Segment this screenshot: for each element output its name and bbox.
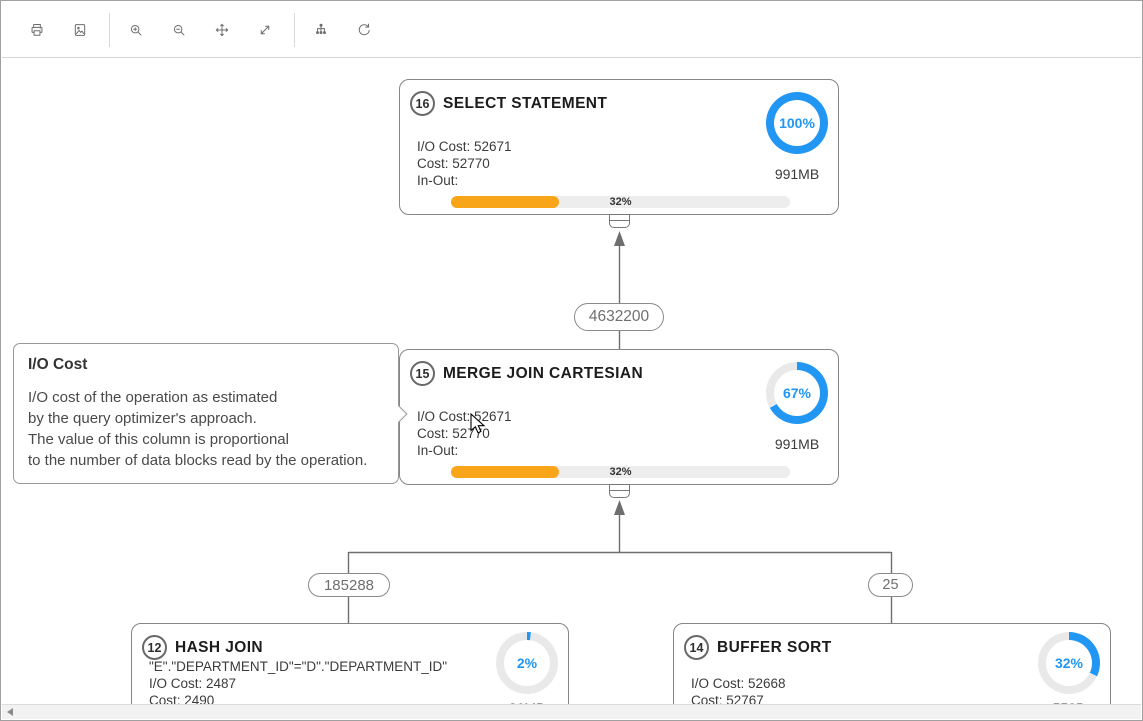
tooltip-line: by the query optimizer's approach. [28,410,257,427]
node-header: 15 MERGE JOIN CARTESIAN [400,350,838,386]
zoom-out-button[interactable] [165,16,193,44]
node-io-cost: I/O Cost: 52671 [417,139,512,154]
percent-donut-gauge: 32% [1038,632,1100,694]
toolbar [2,2,1141,58]
node-predicate: "E"."DEPARTMENT_ID"="D"."DEPARTMENT_ID" [149,659,448,674]
pan-icon [215,23,229,36]
export-image-icon [74,23,86,36]
tooltip-line: The value of this column is proportional [28,431,289,448]
arrowhead-up-node16 [614,231,625,246]
donut-percent-label: 2% [504,640,550,686]
print-button[interactable] [23,16,51,44]
donut-percent-label: 32% [1046,640,1092,686]
node-title: MERGE JOIN CARTESIAN [443,364,644,382]
node-cost: Cost: 52770 [417,426,490,441]
node-details: I/O Cost: 52668 Cost: 52767 [691,658,786,708]
node-id-badge: 16 [410,91,435,116]
plan-node-hash-join[interactable]: 12 HASH JOIN "E"."DEPARTMENT_ID"="D"."DE… [131,623,569,708]
horizontal-scrollbar[interactable] [2,704,1141,719]
refresh-button[interactable] [350,16,378,44]
zoom-in-icon [130,24,142,35]
cost-progress-label: 32% [609,466,632,478]
print-icon [31,23,43,36]
fit-to-window-button[interactable] [251,16,279,44]
node-title: HASH JOIN [175,638,264,656]
node-title: SELECT STATEMENT [443,94,608,112]
node-io-cost: I/O Cost: 2487 [149,676,237,691]
tooltip-line: to the number of data blocks read by the… [28,452,368,469]
fit-to-window-icon [260,25,270,34]
donut-percent-label: 67% [774,370,820,416]
tooltip-title: I/O Cost [28,356,88,373]
edge-cardinality-label: 25 [868,573,913,597]
zoom-out-icon [173,24,185,35]
donut-percent-label: 100% [774,100,820,146]
toolbar-separator [294,12,295,47]
percent-donut-gauge: 100% [766,92,828,154]
pan-button[interactable] [208,16,236,44]
node-header: 14 BUFFER SORT [674,624,1110,660]
node-id-badge: 14 [684,635,709,660]
cost-progress-bar: 32% [451,466,790,478]
hierarchy-layout-icon [316,23,326,34]
plan-node-select-statement[interactable]: 16 SELECT STATEMENT I/O Cost: 52671 Cost… [399,79,839,215]
node-io-cost: I/O Cost: 52671 [417,409,512,424]
node-header: 12 HASH JOIN [132,624,568,660]
node-bytes-label: 991MB [774,436,820,452]
hierarchy-layout-button[interactable] [307,16,335,44]
node-io-cost: I/O Cost: 52668 [691,676,786,691]
percent-donut-gauge: 67% [766,362,828,424]
node-predicate [691,658,786,675]
tooltip-body: I/O cost of the operation as estimated b… [28,387,384,471]
node-details: I/O Cost: 52671 Cost: 52770 In-Out: [417,138,512,189]
io-cost-tooltip: I/O Cost I/O cost of the operation as es… [13,343,407,484]
cost-progress-fill [451,466,560,478]
zoom-in-button[interactable] [122,16,150,44]
collapse-handle-node16[interactable] [609,214,630,228]
percent-donut-gauge: 2% [496,632,558,694]
cost-progress-label: 32% [609,196,632,208]
node-in-out: In-Out: [417,173,459,188]
node-cost: Cost: 52770 [417,156,490,171]
node-details: I/O Cost: 52671 Cost: 52770 In-Out: [417,408,512,459]
node-in-out: In-Out: [417,443,459,458]
diagram-canvas[interactable]: 4632200 185288 25 16 SELECT STATEMENT I/… [1,1,1142,708]
toolbar-separator [109,12,110,47]
node-title: BUFFER SORT [717,638,832,656]
edge-cardinality-label: 4632200 [574,303,664,331]
node-id-badge: 15 [410,361,435,386]
plan-node-merge-join-cartesian[interactable]: 15 MERGE JOIN CARTESIAN I/O Cost: 52671 … [399,349,839,485]
node-header: 16 SELECT STATEMENT [400,80,838,116]
arrowhead-up-node15 [614,500,625,515]
node-id-badge: 12 [142,635,167,660]
node-bytes-label: 991MB [774,166,820,182]
edge-cardinality-label: 185288 [308,573,390,597]
collapse-handle-node15[interactable] [609,484,630,498]
scroll-left-arrow-icon[interactable] [7,708,13,716]
tooltip-line: I/O cost of the operation as estimated [28,389,278,406]
edge-layer [347,231,893,624]
cost-progress-bar: 32% [451,196,790,208]
export-image-button[interactable] [66,16,94,44]
plan-node-buffer-sort[interactable]: 14 BUFFER SORT I/O Cost: 52668 Cost: 527… [673,623,1111,708]
node-details: "E"."DEPARTMENT_ID"="D"."DEPARTMENT_ID" … [149,658,447,708]
cost-progress-fill [451,196,560,208]
refresh-icon [358,23,370,35]
